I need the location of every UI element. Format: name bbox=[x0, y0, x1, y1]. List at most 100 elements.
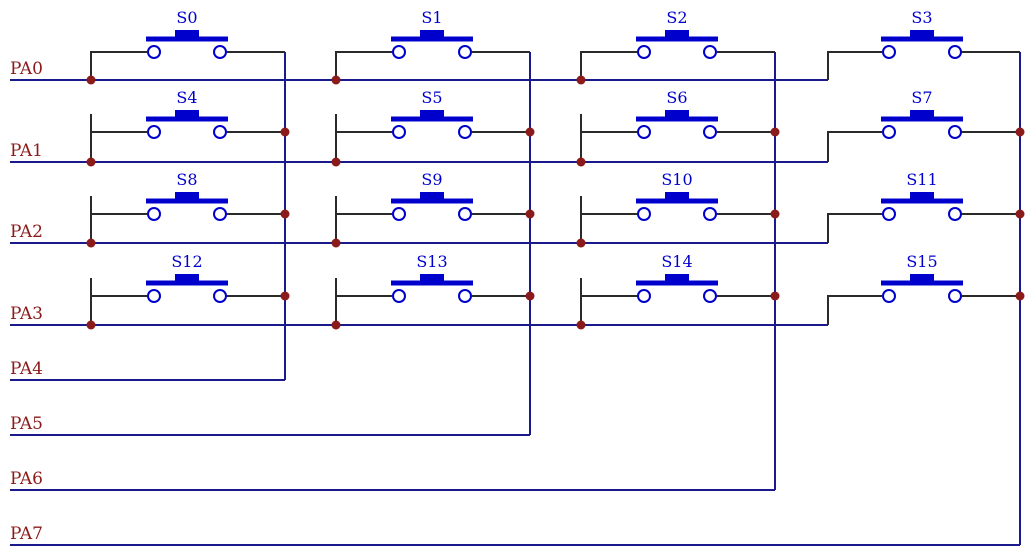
switch-button-cap bbox=[665, 110, 689, 118]
switch-contact-right bbox=[458, 45, 472, 59]
port-label: PA4 bbox=[10, 359, 43, 379]
switch-label: S0 bbox=[176, 8, 197, 27]
switch-button-cap bbox=[910, 110, 934, 118]
junction-dot bbox=[770, 127, 780, 137]
switch-contact-left bbox=[882, 289, 896, 303]
port-label: PA5 bbox=[10, 414, 43, 434]
junction-dot bbox=[86, 157, 96, 167]
switch-left-lead bbox=[90, 131, 147, 162]
switch-label: S7 bbox=[911, 88, 932, 107]
switch-contact-right bbox=[458, 207, 472, 221]
junction-dot bbox=[280, 209, 290, 219]
switch-contact-right bbox=[948, 125, 962, 139]
switch-contact-left bbox=[147, 125, 161, 139]
switch-left-lead bbox=[335, 295, 392, 325]
junction-dot bbox=[86, 320, 96, 330]
switch-button-cap bbox=[420, 274, 444, 282]
switch-contact-left bbox=[637, 207, 651, 221]
switch-contact-left bbox=[637, 125, 651, 139]
switch-contact-right bbox=[213, 125, 227, 139]
junction-dot bbox=[280, 291, 290, 301]
switch-left-lead bbox=[90, 213, 147, 243]
switch-contact-right bbox=[458, 289, 472, 303]
switch-left-lead bbox=[827, 51, 882, 80]
switch-button-cap bbox=[665, 192, 689, 200]
junction-dot bbox=[576, 157, 586, 167]
switch-contact-right bbox=[703, 289, 717, 303]
switch-left-lead bbox=[335, 213, 392, 243]
switch-contact-right bbox=[213, 289, 227, 303]
junction-dot bbox=[280, 127, 290, 137]
junction-dot bbox=[576, 75, 586, 85]
switch-contact-left bbox=[392, 45, 406, 59]
junction-dot bbox=[86, 238, 96, 248]
switch-button-cap bbox=[175, 192, 199, 200]
port-label: PA1 bbox=[10, 141, 43, 161]
port-label: PA2 bbox=[10, 222, 43, 242]
junction-dot bbox=[331, 75, 341, 85]
port-label: PA0 bbox=[10, 59, 43, 79]
switch-contact-left bbox=[882, 125, 896, 139]
junction-dot bbox=[525, 127, 535, 137]
switch-contact-left bbox=[147, 45, 161, 59]
switch-button-cap bbox=[175, 110, 199, 118]
junction-dot bbox=[331, 238, 341, 248]
switch-button-cap bbox=[910, 274, 934, 282]
switch-left-lead bbox=[90, 295, 147, 325]
junction-dot bbox=[525, 209, 535, 219]
port-label: PA3 bbox=[10, 304, 43, 324]
wires bbox=[10, 51, 1021, 546]
switch-contact-right bbox=[703, 207, 717, 221]
switch-left-lead bbox=[580, 213, 637, 243]
switch-left-lead bbox=[90, 51, 147, 80]
switch-label: S14 bbox=[661, 252, 692, 271]
port-label: PA7 bbox=[10, 524, 43, 544]
switch-label: S13 bbox=[416, 252, 447, 271]
junction-dot bbox=[1015, 209, 1025, 219]
switch-button-cap bbox=[420, 192, 444, 200]
switch-contact-right bbox=[948, 45, 962, 59]
switch-contact-left bbox=[882, 207, 896, 221]
switch-contact-right bbox=[948, 289, 962, 303]
switch-contact-right bbox=[948, 207, 962, 221]
switch-contact-right bbox=[213, 207, 227, 221]
switch-label: S6 bbox=[666, 88, 687, 107]
junction-dot bbox=[1015, 127, 1025, 137]
switch-button-cap bbox=[665, 274, 689, 282]
switch-button-cap bbox=[665, 30, 689, 38]
switch-contact-left bbox=[882, 45, 896, 59]
switch-button-cap bbox=[175, 30, 199, 38]
junction-dot bbox=[331, 157, 341, 167]
switch-left-lead bbox=[827, 213, 882, 243]
switch-button-cap bbox=[420, 30, 444, 38]
switch-label: S12 bbox=[171, 252, 202, 271]
junctions bbox=[86, 75, 1025, 330]
switch-left-lead bbox=[580, 51, 637, 80]
switch-button-cap bbox=[910, 192, 934, 200]
switch-label: S15 bbox=[906, 252, 937, 271]
switch-left-lead bbox=[827, 131, 882, 162]
junction-dot bbox=[576, 238, 586, 248]
junction-dot bbox=[770, 209, 780, 219]
junction-dot bbox=[331, 320, 341, 330]
switch-label: S8 bbox=[176, 170, 197, 189]
switch-label: S3 bbox=[911, 8, 932, 27]
switch-contact-left bbox=[392, 289, 406, 303]
switch-contact-left bbox=[147, 207, 161, 221]
switch-label: S1 bbox=[421, 8, 442, 27]
switch-label: S5 bbox=[421, 88, 442, 107]
junction-dot bbox=[770, 291, 780, 301]
switch-left-lead bbox=[580, 295, 637, 325]
switch-contact-left bbox=[392, 125, 406, 139]
switch-left-lead bbox=[335, 51, 392, 80]
switch-label: S4 bbox=[176, 88, 197, 107]
switch-contact-right bbox=[458, 125, 472, 139]
switch-contact-right bbox=[703, 125, 717, 139]
switch-button-cap bbox=[420, 110, 444, 118]
switch-left-lead bbox=[580, 131, 637, 162]
switch-contact-left bbox=[637, 45, 651, 59]
switch-contact-left bbox=[147, 289, 161, 303]
switch-label: S2 bbox=[666, 8, 687, 27]
